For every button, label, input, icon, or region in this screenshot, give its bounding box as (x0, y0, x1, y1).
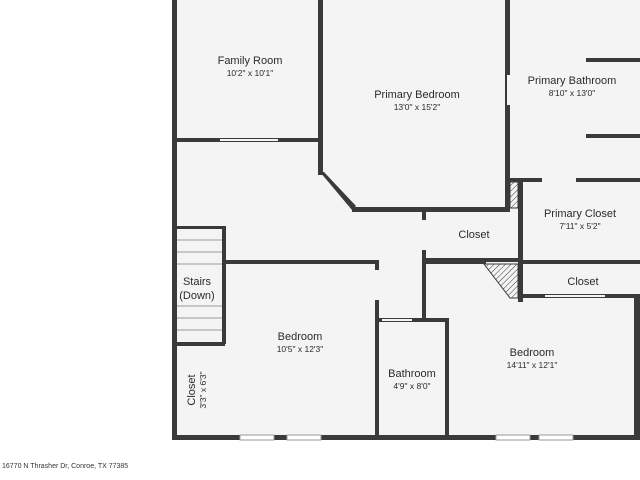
room-label-primary-closet: Primary Closet 7'11" x 5'2" (544, 208, 616, 231)
exterior-walls (172, 0, 640, 440)
room-dimensions: 14'11" x 12'1" (507, 360, 558, 370)
room-name: Primary Bedroom (374, 89, 460, 101)
room-name: Family Room (218, 55, 283, 67)
room-dimensions: 3'3" x 6'3" (198, 371, 208, 408)
stair-treads (177, 239, 222, 331)
windows (239, 434, 574, 441)
room-dimensions: 13'0" x 15'2" (394, 102, 441, 112)
room-name: Bedroom (278, 331, 323, 343)
room-name: Bedroom (510, 347, 555, 359)
property-address: 16770 N Thrasher Dr, Conroe, TX 77385 (2, 463, 129, 470)
room-name: Stairs (183, 276, 212, 288)
room-name: Bathroom (388, 368, 436, 380)
room-label-bedroom-right: Bedroom 14'11" x 12'1" (507, 347, 558, 370)
room-label-primary-bedroom: Primary Bedroom 13'0" x 15'2" (374, 89, 460, 112)
room-name: Primary Closet (544, 208, 616, 220)
room-label-bedroom-left: Bedroom 10'5" x 12'3" (277, 331, 324, 354)
room-label-family-room: Family Room 10'2" x 10'1" (218, 55, 283, 78)
room-label-closet-right: Closet (567, 276, 598, 288)
room-name-sub: (Down) (179, 290, 214, 302)
room-dimensions: 10'2" x 10'1" (227, 68, 274, 78)
room-dimensions: 4'9" x 8'0" (393, 381, 430, 391)
room-name: Primary Bathroom (528, 75, 617, 87)
room-name: Closet (458, 229, 489, 241)
door-openings (220, 75, 605, 410)
room-label-closet-left: Closet 3'3" x 6'3" (186, 371, 208, 408)
room-label-bathroom: Bathroom 4'9" x 8'0" (388, 368, 436, 391)
room-name: Closet (567, 276, 598, 288)
room-name: Closet (186, 374, 198, 405)
room-dimensions: 10'5" x 12'3" (277, 344, 324, 354)
hatched-shafts (482, 181, 519, 299)
room-label-closet-center: Closet (458, 229, 489, 241)
room-label-stairs: Stairs (Down) (177, 272, 222, 304)
room-dimensions: 7'11" x 5'2" (559, 221, 600, 231)
room-dimensions: 8'10" x 13'0" (549, 88, 596, 98)
floor-area (175, 0, 640, 437)
room-label-primary-bathroom: Primary Bathroom 8'10" x 13'0" (528, 75, 617, 98)
